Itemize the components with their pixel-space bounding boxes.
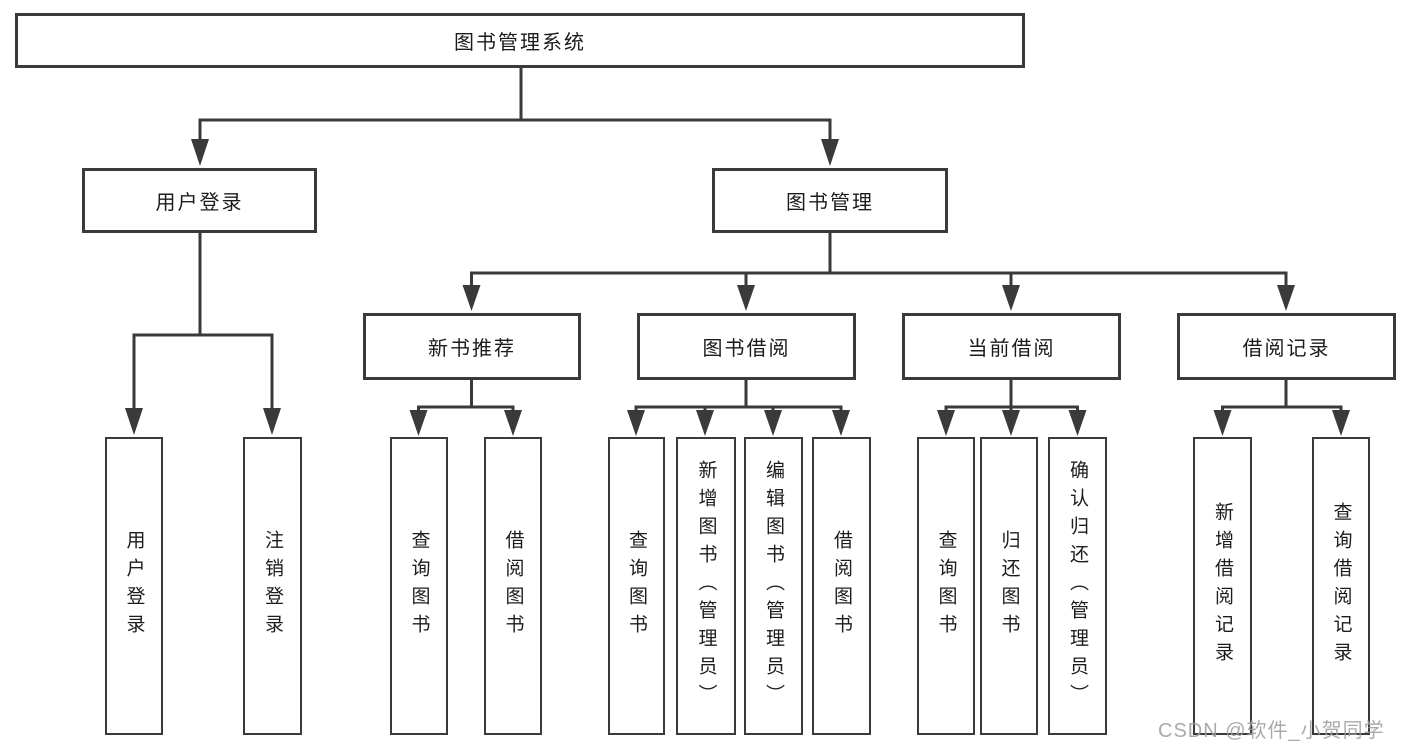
- node-book-borrowing: 图书借阅: [637, 313, 856, 380]
- leaf-label: 用户登录: [123, 530, 145, 642]
- leaf-query-books-borrow: 查询图书: [608, 437, 665, 735]
- leaf-label: 新增图书（管理员）: [695, 460, 717, 712]
- node-label: 借阅记录: [1242, 338, 1331, 360]
- node-borrowing-records: 借阅记录: [1177, 313, 1396, 380]
- leaf-label: 归还图书: [998, 530, 1020, 642]
- leaf-user-login: 用户登录: [105, 437, 163, 735]
- leaf-label: 查询图书: [935, 530, 957, 642]
- leaf-logout: 注销登录: [243, 437, 302, 735]
- leaf-label: 编辑图书（管理员）: [763, 460, 784, 712]
- node-book-management: 图书管理: [712, 168, 948, 233]
- node-library-management-system: 图书管理系统: [15, 13, 1025, 68]
- leaf-borrow-books: 借阅图书: [812, 437, 871, 735]
- node-label: 图书管理系统: [454, 32, 586, 54]
- leaf-label: 借阅图书: [502, 530, 524, 642]
- node-label: 新书推荐: [428, 338, 516, 360]
- leaf-label: 确认归还（管理员）: [1067, 460, 1088, 712]
- leaf-label: 查询图书: [408, 530, 430, 642]
- connector-path: [132, 68, 1343, 411]
- leaf-add-books-admin: 新增图书（管理员）: [676, 437, 736, 735]
- node-label: 图书借阅: [702, 338, 791, 360]
- leaf-label: 新增借阅记录: [1212, 502, 1233, 670]
- leaf-return-books: 归还图书: [980, 437, 1038, 735]
- leaf-label: 借阅图书: [831, 530, 852, 642]
- node-label: 用户登录: [155, 192, 244, 214]
- leaf-edit-books-admin: 编辑图书（管理员）: [744, 437, 803, 735]
- leaf-label: 注销登录: [262, 530, 283, 642]
- leaf-add-borrow-record: 新增借阅记录: [1193, 437, 1252, 735]
- leaf-label: 查询借阅记录: [1330, 502, 1352, 670]
- node-new-book-recommendation: 新书推荐: [363, 313, 581, 380]
- leaf-query-books-current: 查询图书: [917, 437, 975, 735]
- node-label: 图书管理: [786, 192, 874, 214]
- node-user-login: 用户登录: [82, 168, 317, 233]
- node-current-borrowing: 当前借阅: [902, 313, 1121, 380]
- leaf-label: 查询图书: [626, 530, 647, 642]
- node-label: 当前借阅: [967, 338, 1056, 360]
- csdn-watermark: CSDN @软件_小贺同学: [1158, 720, 1385, 742]
- leaf-query-borrow-record: 查询借阅记录: [1312, 437, 1370, 735]
- leaf-query-books-recommend: 查询图书: [390, 437, 448, 735]
- leaf-confirm-return-admin: 确认归还（管理员）: [1048, 437, 1107, 735]
- leaf-borrow-books-recommend: 借阅图书: [484, 437, 542, 735]
